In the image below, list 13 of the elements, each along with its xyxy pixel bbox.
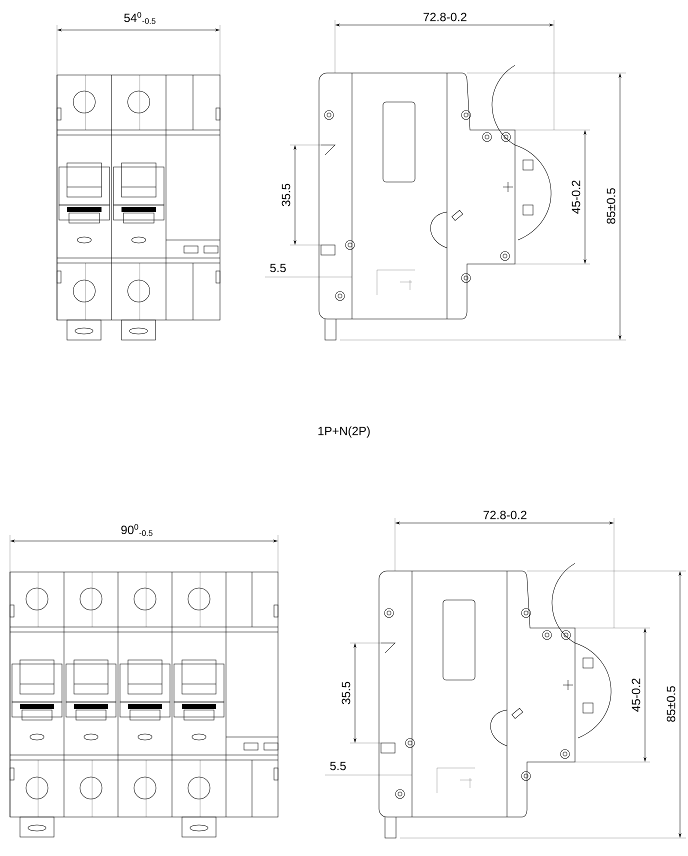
caption-label: 1P+N(2P) <box>318 426 370 438</box>
dimension-label: 85±0.5 <box>666 686 676 722</box>
dimension-label: 90$^{0}$-0.5 <box>121 524 152 536</box>
dimension-label: 85±0.5 <box>606 188 616 224</box>
dimension-label: 5.5 <box>330 762 346 770</box>
dimension-label: 5.5 <box>270 264 286 272</box>
dimension-label: 54$^{0}$-0.5 <box>124 12 156 24</box>
dimension-label: 45-0.2 <box>632 678 640 712</box>
dimension-label: 45-0.2 <box>572 180 580 214</box>
dimension-label: 72.8-0.2 <box>484 510 526 520</box>
dimension-label: 35.5 <box>342 682 350 704</box>
dimension-label: 35.5 <box>282 184 290 206</box>
dimension-label: 72.8-0.2 <box>424 12 466 22</box>
